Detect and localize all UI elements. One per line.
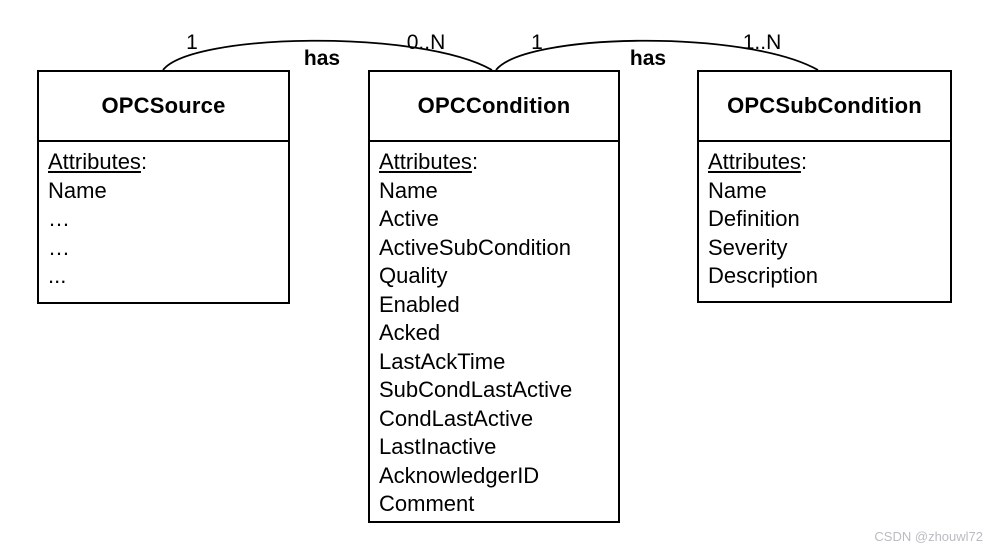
entity-opcsubcondition-attributes: Attributes: Name Definition Severity Des…: [699, 142, 950, 291]
entity-opccondition: OPCCondition Attributes: Name Active Act…: [368, 70, 620, 523]
attribute-row: Active: [379, 206, 439, 231]
attribute-row: AcknowledgerID: [379, 462, 540, 488]
relation2-label: has: [629, 47, 667, 70]
attribute-row: CondLastActive: [379, 405, 534, 431]
watermark: CSDN @zhouwl72: [874, 529, 983, 544]
relation1-to-cardinality: 0..N: [406, 31, 446, 54]
attribute-row: Acked: [379, 320, 441, 345]
attribute-row: Quality: [379, 263, 448, 288]
attributes-heading: Attributes:: [708, 149, 808, 174]
entity-opcsource: OPCSource Attributes: Name … … ...: [37, 70, 290, 304]
entity-opcsubcondition: OPCSubCondition Attributes: Name Definit…: [697, 70, 952, 303]
relation2-to-cardinality: 1..N: [742, 31, 782, 54]
attribute-row: LastAckTime: [379, 348, 506, 374]
entity-opcsource-attributes: Attributes: Name … … ...: [39, 142, 288, 291]
attribute-row: ActiveSubCondition: [379, 234, 572, 260]
attribute-row: Name: [708, 177, 767, 203]
attribute-row: Description: [708, 263, 819, 288]
attribute-row: Comment: [379, 491, 475, 516]
relation2-from-cardinality: 1: [531, 31, 543, 54]
attribute-row: Enabled: [379, 291, 460, 317]
attribute-row: Name: [379, 177, 438, 203]
entity-opcsubcondition-title: OPCSubCondition: [699, 72, 950, 142]
attributes-heading: Attributes:: [379, 149, 479, 174]
attribute-row: Severity: [708, 234, 788, 260]
attribute-row: Name: [48, 177, 107, 203]
entity-opcsource-title: OPCSource: [39, 72, 288, 142]
entity-opccondition-attributes: Attributes: Name Active ActiveSubConditi…: [370, 142, 618, 519]
attribute-row: …: [48, 234, 70, 260]
relation1-from-cardinality: 1: [186, 31, 198, 54]
attribute-row: …: [48, 206, 70, 231]
attribute-row: ...: [48, 263, 67, 288]
entity-opccondition-title: OPCCondition: [370, 72, 618, 142]
attribute-row: SubCondLastActive: [379, 377, 573, 402]
attribute-row: LastInactive: [379, 434, 497, 459]
attributes-heading: Attributes:: [48, 149, 148, 174]
attribute-row: Definition: [708, 206, 800, 231]
relation1-label: has: [303, 47, 341, 70]
